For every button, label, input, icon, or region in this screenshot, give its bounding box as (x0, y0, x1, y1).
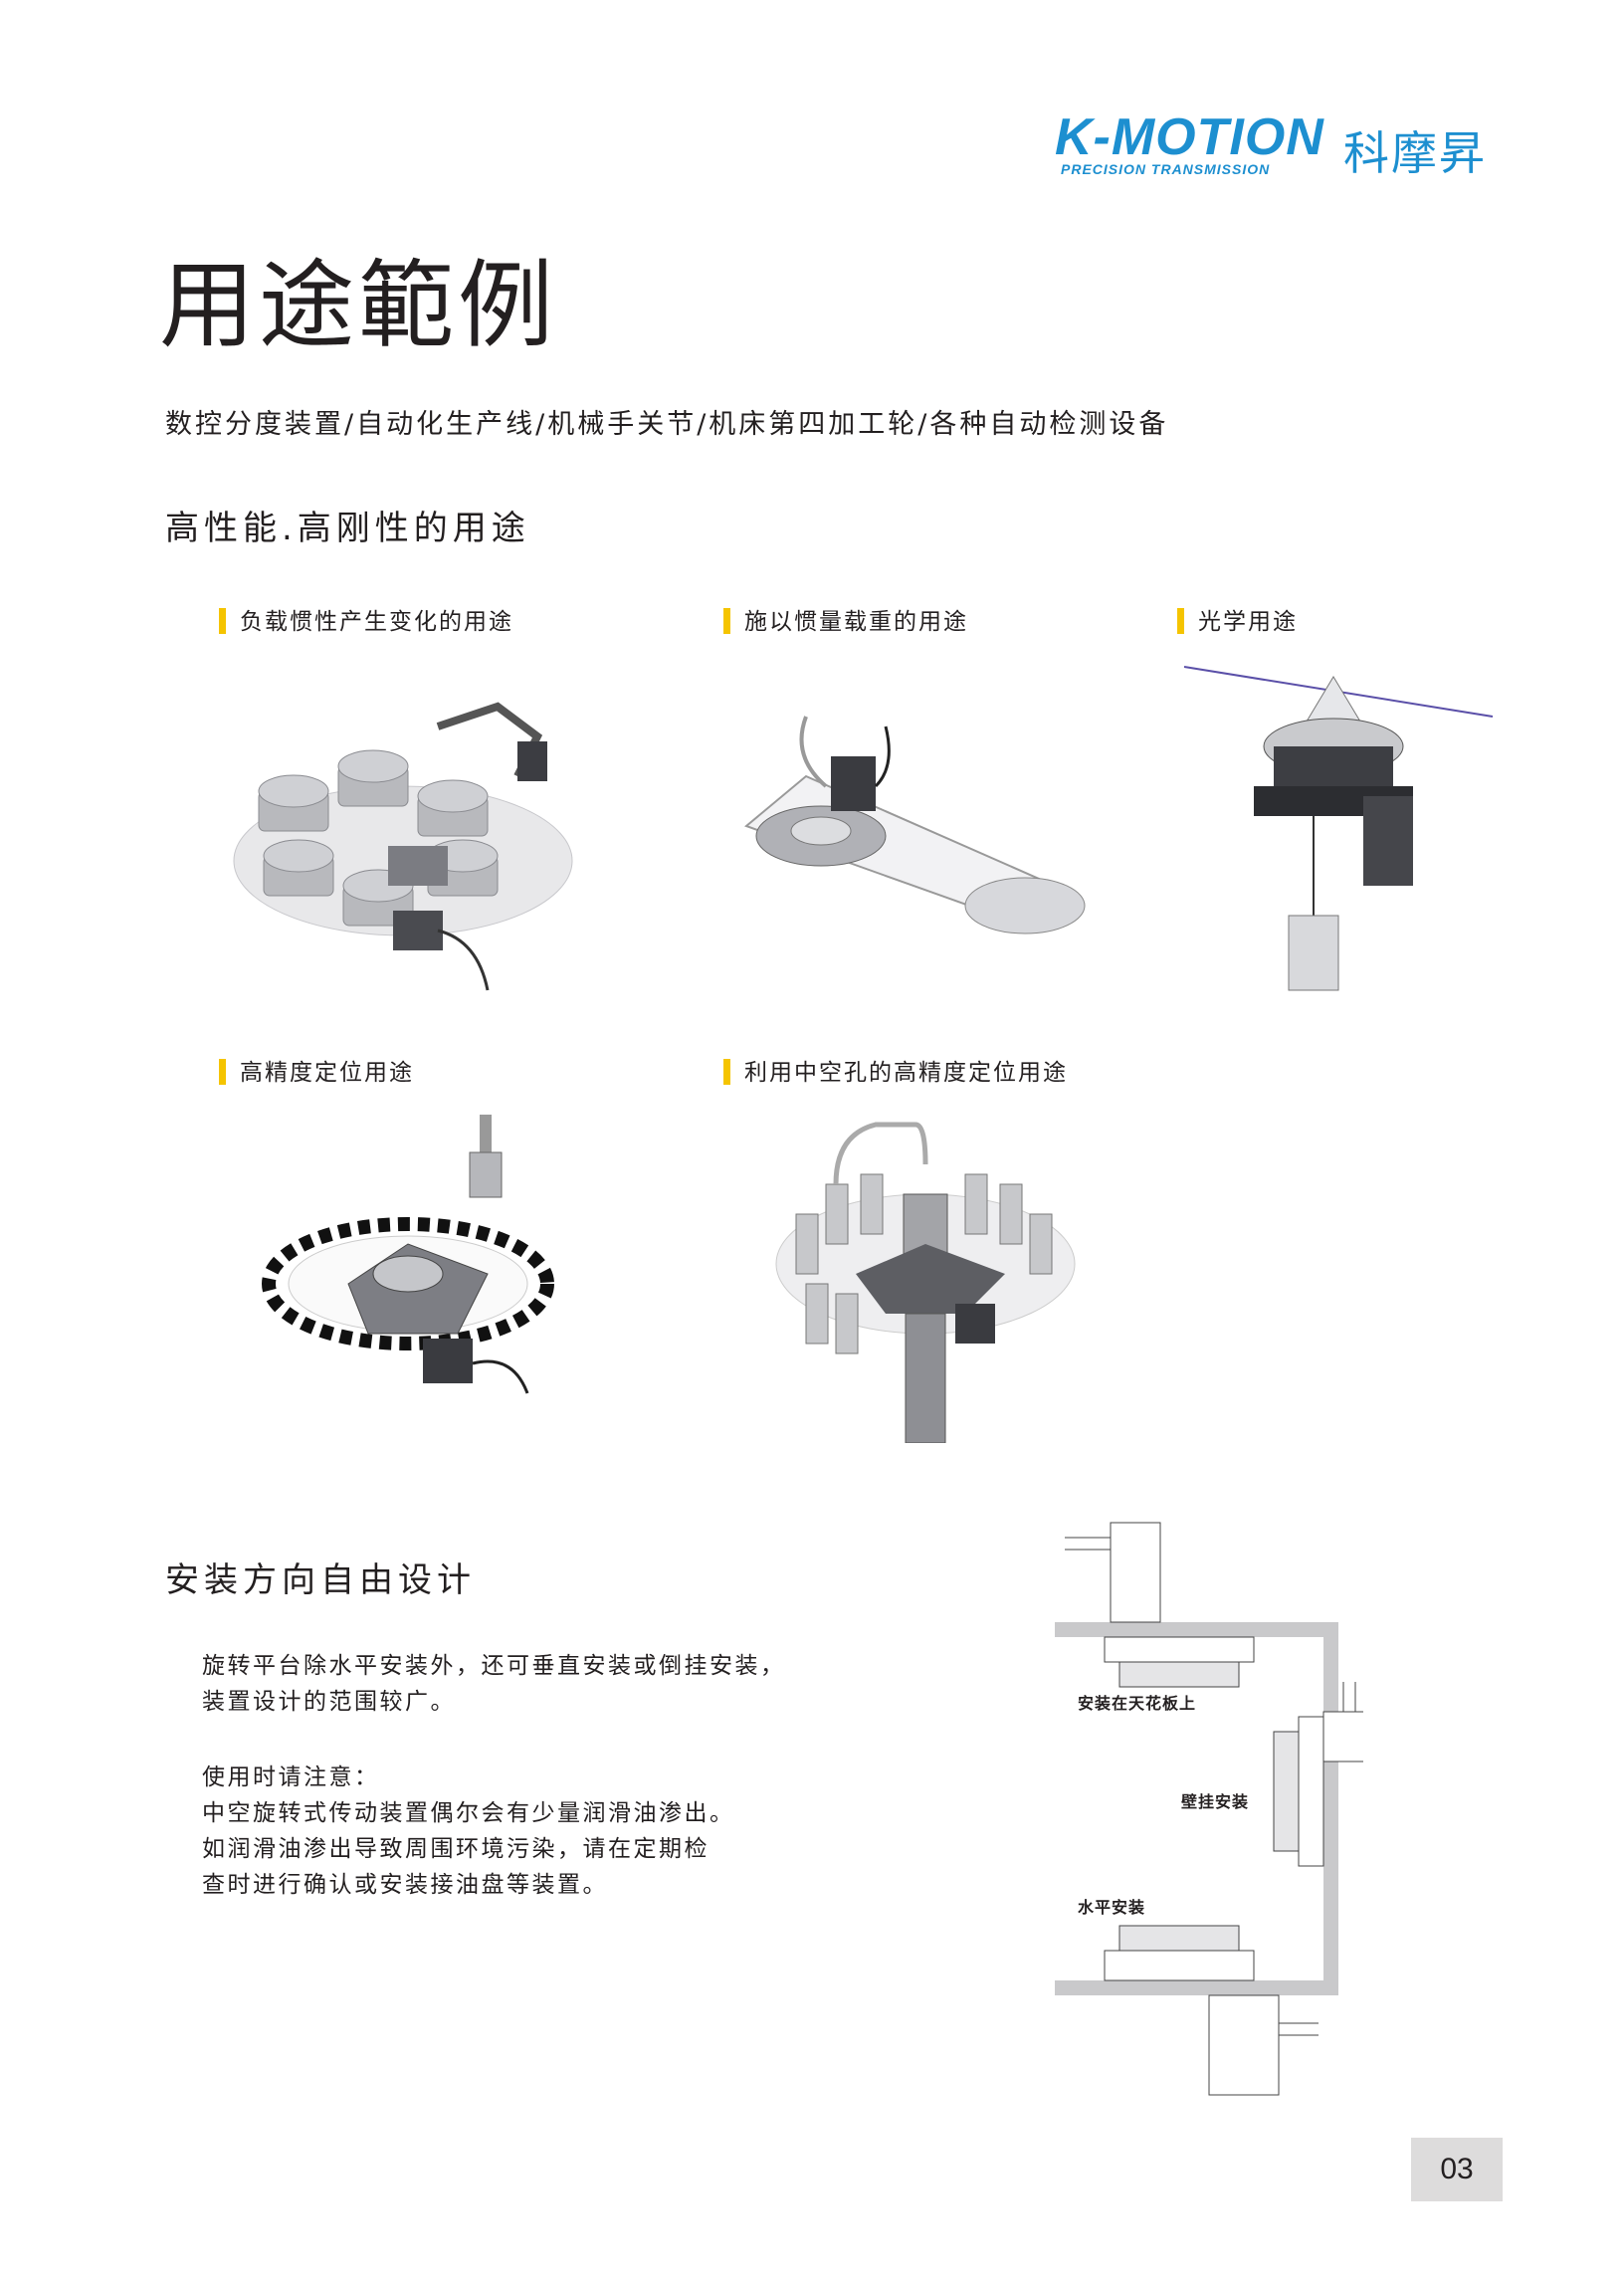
illustration-inertia-load (744, 716, 1086, 934)
brand-logo: K-MOTION PRECISION TRANSMISSION 科摩昇 (1055, 107, 1513, 187)
caption-marker (723, 608, 730, 634)
illustration-precision-positioning (262, 1115, 554, 1394)
caption-text: 负载惯性产生变化的用途 (240, 609, 513, 635)
brand-tagline: PRECISION TRANSMISSION (1061, 161, 1271, 177)
mounting-orientation-diagram (1055, 1522, 1363, 2096)
brand-name: K-MOTION (1055, 108, 1324, 166)
page-subtitle: 数控分度装置/自动化生产线/机械手关节/机床第四加工轮/各种自动检测设备 (165, 409, 1169, 440)
text-line: 装置设计的范围较广。 (202, 1689, 456, 1715)
illustration-hollow-positioning (775, 1122, 1076, 1443)
caption-text: 高精度定位用途 (240, 1060, 414, 1086)
text-line: 如润滑油渗出导致周围环境污染，请在定期检 (202, 1836, 710, 1862)
caption-optical: 光学用途 (1177, 602, 1298, 636)
page-title: 用途範例 (159, 250, 557, 361)
brand-name-cn: 科摩昇 (1343, 126, 1487, 180)
text-line: 查时进行确认或安装接油盘等装置。 (202, 1872, 608, 1898)
label-ceiling-mount: 安装在天花板上 (1078, 1694, 1197, 1713)
caption-text: 施以惯量载重的用途 (744, 609, 968, 635)
label-wall-mount: 壁挂安装 (1181, 1792, 1250, 1811)
caption-marker (1177, 608, 1184, 634)
mounting-description: 旋转平台除水平安装外，还可垂直安装或倒挂安装， 装置设计的范围较广。 (202, 1648, 786, 1720)
caption-marker (219, 608, 226, 634)
label-horizontal-mount: 水平安装 (1078, 1898, 1146, 1917)
caption-precision-positioning: 高精度定位用途 (219, 1053, 414, 1087)
usage-note: 使用时请注意： 中空旋转式传动装置偶尔会有少量润滑油渗出。 如润滑油渗出导致周围… (202, 1760, 735, 1903)
caption-marker (723, 1059, 730, 1085)
illustration-variable-inertia (233, 702, 573, 991)
caption-text: 利用中空孔的高精度定位用途 (744, 1060, 1068, 1086)
note-title: 使用时请注意： (202, 1764, 380, 1790)
caption-marker (219, 1059, 226, 1085)
text-line: 中空旋转式传动装置偶尔会有少量润滑油渗出。 (202, 1800, 735, 1826)
section-heading-mounting: 安装方向自由设计 (165, 1560, 476, 1600)
text-line: 旋转平台除水平安装外，还可垂直安装或倒挂安装， (202, 1653, 786, 1679)
caption-hollow-positioning: 利用中空孔的高精度定位用途 (723, 1053, 1068, 1087)
caption-text: 光学用途 (1198, 609, 1298, 635)
illustration-optical (1183, 666, 1494, 991)
section-heading-performance: 高性能.高刚性的用途 (165, 509, 530, 548)
caption-variable-inertia: 负载惯性产生变化的用途 (219, 602, 513, 636)
page-number: 03 (1411, 2138, 1503, 2201)
caption-inertia-load: 施以惯量载重的用途 (723, 602, 968, 636)
